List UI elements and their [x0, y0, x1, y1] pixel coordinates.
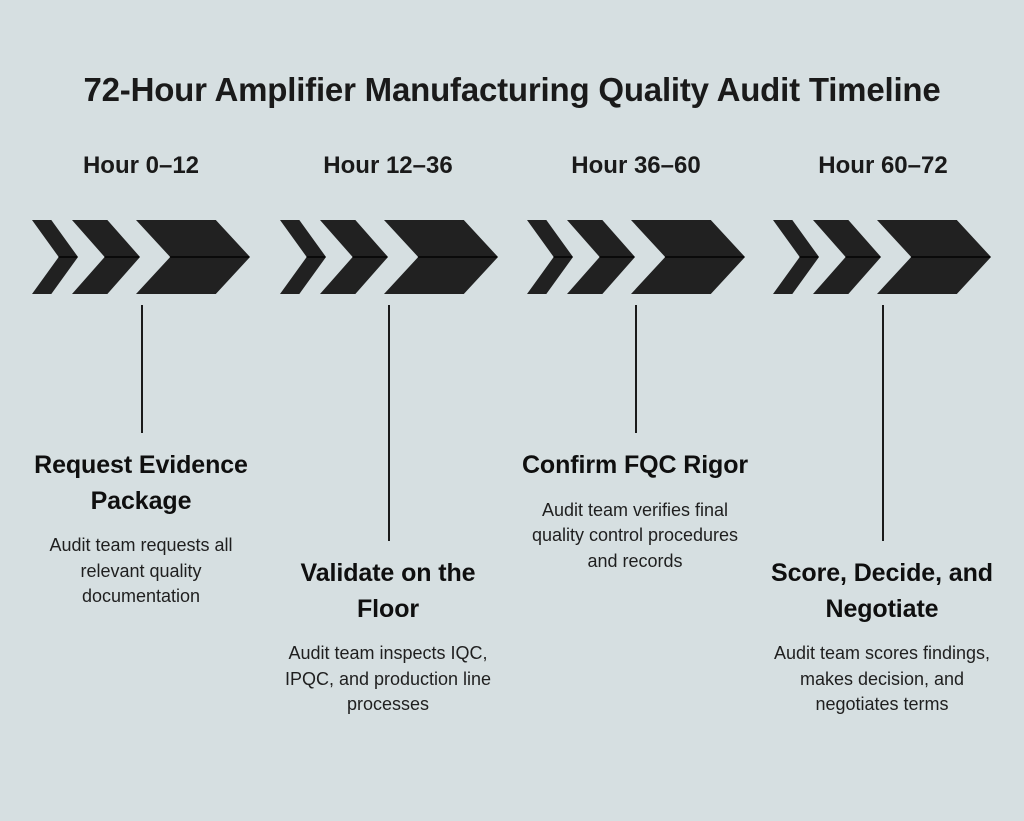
- chevron-arrow-icon: [567, 220, 635, 294]
- hour-label-step-3: Hour 36–60: [571, 152, 701, 179]
- step-heading-1: Request Evidence Package: [34, 451, 248, 515]
- chevron-arrow-icon: [877, 220, 991, 294]
- connector-line-step-2: [388, 305, 390, 541]
- hour-label-step-4: Hour 60–72: [818, 152, 948, 179]
- chevron-arrow-icon: [631, 220, 745, 294]
- step-description-2: Audit team inspects IQC, IPQC, and produ…: [284, 643, 492, 715]
- step-heading-4: Score, Decide, and Negotiate: [771, 559, 993, 623]
- connector-line-step-1: [141, 305, 143, 433]
- connector-line-step-3: [635, 305, 637, 433]
- hour-label-step-2: Hour 12–36: [323, 152, 453, 179]
- page-title: 72-Hour Amplifier Manufacturing Quality …: [83, 71, 941, 108]
- chevron-arrow-icon: [773, 220, 819, 294]
- chevron-arrow-icon: [384, 220, 498, 294]
- chevron-arrow-icon: [72, 220, 140, 294]
- chevron-arrow-icon: [813, 220, 881, 294]
- step-block-1: Request Evidence Package Audit team requ…: [23, 448, 259, 610]
- hour-label-step-1: Hour 0–12: [82, 152, 200, 179]
- step-block-4: Score, Decide, and Negotiate Audit team …: [764, 556, 1000, 718]
- step-description-3: Audit team verifies final quality contro…: [531, 499, 739, 571]
- step-description-1: Audit team requests all relevant quality…: [49, 535, 233, 607]
- chevron-arrow-icon: [32, 220, 78, 294]
- step-description-4: Audit team scores findings, makes decisi…: [773, 643, 991, 715]
- step-block-3: Confirm FQC Rigor Audit team verifies fi…: [517, 448, 753, 574]
- chevron-band: [0, 220, 1024, 294]
- step-heading-2: Validate on the Floor: [300, 559, 476, 623]
- step-block-2: Validate on the Floor Audit team inspect…: [270, 556, 506, 718]
- chevron-arrow-icon: [320, 220, 388, 294]
- chevron-arrow-icon: [136, 220, 250, 294]
- connector-line-step-4: [882, 305, 884, 541]
- step-heading-3: Confirm FQC Rigor: [521, 451, 749, 479]
- chevron-arrow-icon: [527, 220, 573, 294]
- chevron-arrow-icon: [280, 220, 326, 294]
